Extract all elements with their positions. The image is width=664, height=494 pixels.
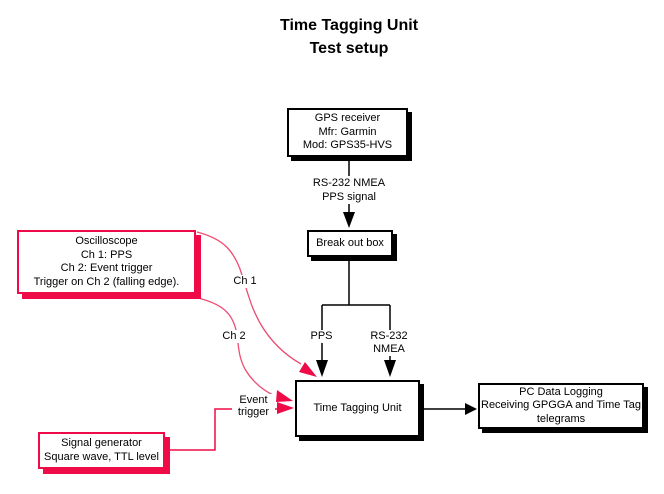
- ch1-curve: [196, 231, 302, 365]
- box-line: PC Data Logging: [519, 385, 603, 398]
- time-tagging-unit-box: Time Tagging Unit: [295, 380, 420, 437]
- pps-arrowhead-icon: [316, 360, 328, 377]
- diagram-title-line1: Time Tagging Unit: [279, 17, 419, 34]
- label-rs232-nmea: RS-232 NMEA: [353, 330, 425, 356]
- box-line: Signal generator: [61, 437, 142, 449]
- diagram-title-line2: Test setup: [309, 40, 389, 57]
- breakout-arrowhead-icon: [343, 212, 355, 228]
- box-line: Time Tagging Unit: [313, 401, 402, 414]
- box-line: Oscilloscope: [75, 235, 138, 247]
- label-ch1: Ch 1: [225, 275, 265, 288]
- pc-data-logging-box: PC Data Logging Receiving GPGGA and Time…: [478, 383, 644, 429]
- box-line: GPS receiver: [314, 112, 381, 125]
- box-line: Trigger on Ch 2 (falling edge).: [33, 275, 180, 288]
- signal-generator-box: Signal generator Square wave, TTL level: [38, 432, 165, 469]
- oscilloscope-box: Oscilloscope Ch 1: PPS Ch 2: Event trigg…: [17, 230, 196, 294]
- box-line: Square wave, TTL level: [44, 450, 159, 463]
- gps-receiver-box: GPS receiver Mfr: Garmin Mod: GPS35-HVS: [287, 108, 408, 157]
- event-trigger-arrowhead-icon: [277, 402, 294, 414]
- label-line: Event: [239, 394, 268, 406]
- breakout-split-lines: [321, 259, 391, 361]
- box-line: telegrams: [536, 412, 586, 425]
- diagram-title: Time Tagging Unit Test setup: [199, 14, 499, 60]
- ch1-arrowhead-icon: [299, 362, 317, 377]
- ch2-curve: [197, 297, 274, 396]
- rs232-arrowhead-icon: [384, 360, 396, 377]
- box-line: Break out box: [316, 236, 384, 249]
- ch2-arrowhead-icon: [276, 390, 293, 402]
- box-line: Ch 1: PPS: [80, 248, 133, 261]
- label-line: trigger: [237, 406, 270, 418]
- label-ch2: Ch 2: [214, 330, 254, 343]
- box-line: Ch 2: Event trigger: [60, 262, 153, 274]
- label-line: PPS signal: [322, 191, 376, 203]
- box-line: Mod: GPS35-HVS: [302, 139, 393, 152]
- break-out-box: Break out box: [307, 230, 393, 257]
- box-line: Mfr: Garmin: [318, 125, 377, 138]
- label-pps: PPS: [306, 330, 337, 343]
- pc-arrowhead-icon: [465, 403, 477, 415]
- box-line: Receiving GPGGA and Time Tag: [481, 399, 641, 412]
- label-line: RS-232 NMEA: [312, 177, 386, 189]
- label-rs232-pps-signal: RS-232 NMEA PPS signal: [299, 176, 399, 204]
- label-event-trigger: Event trigger: [232, 394, 275, 418]
